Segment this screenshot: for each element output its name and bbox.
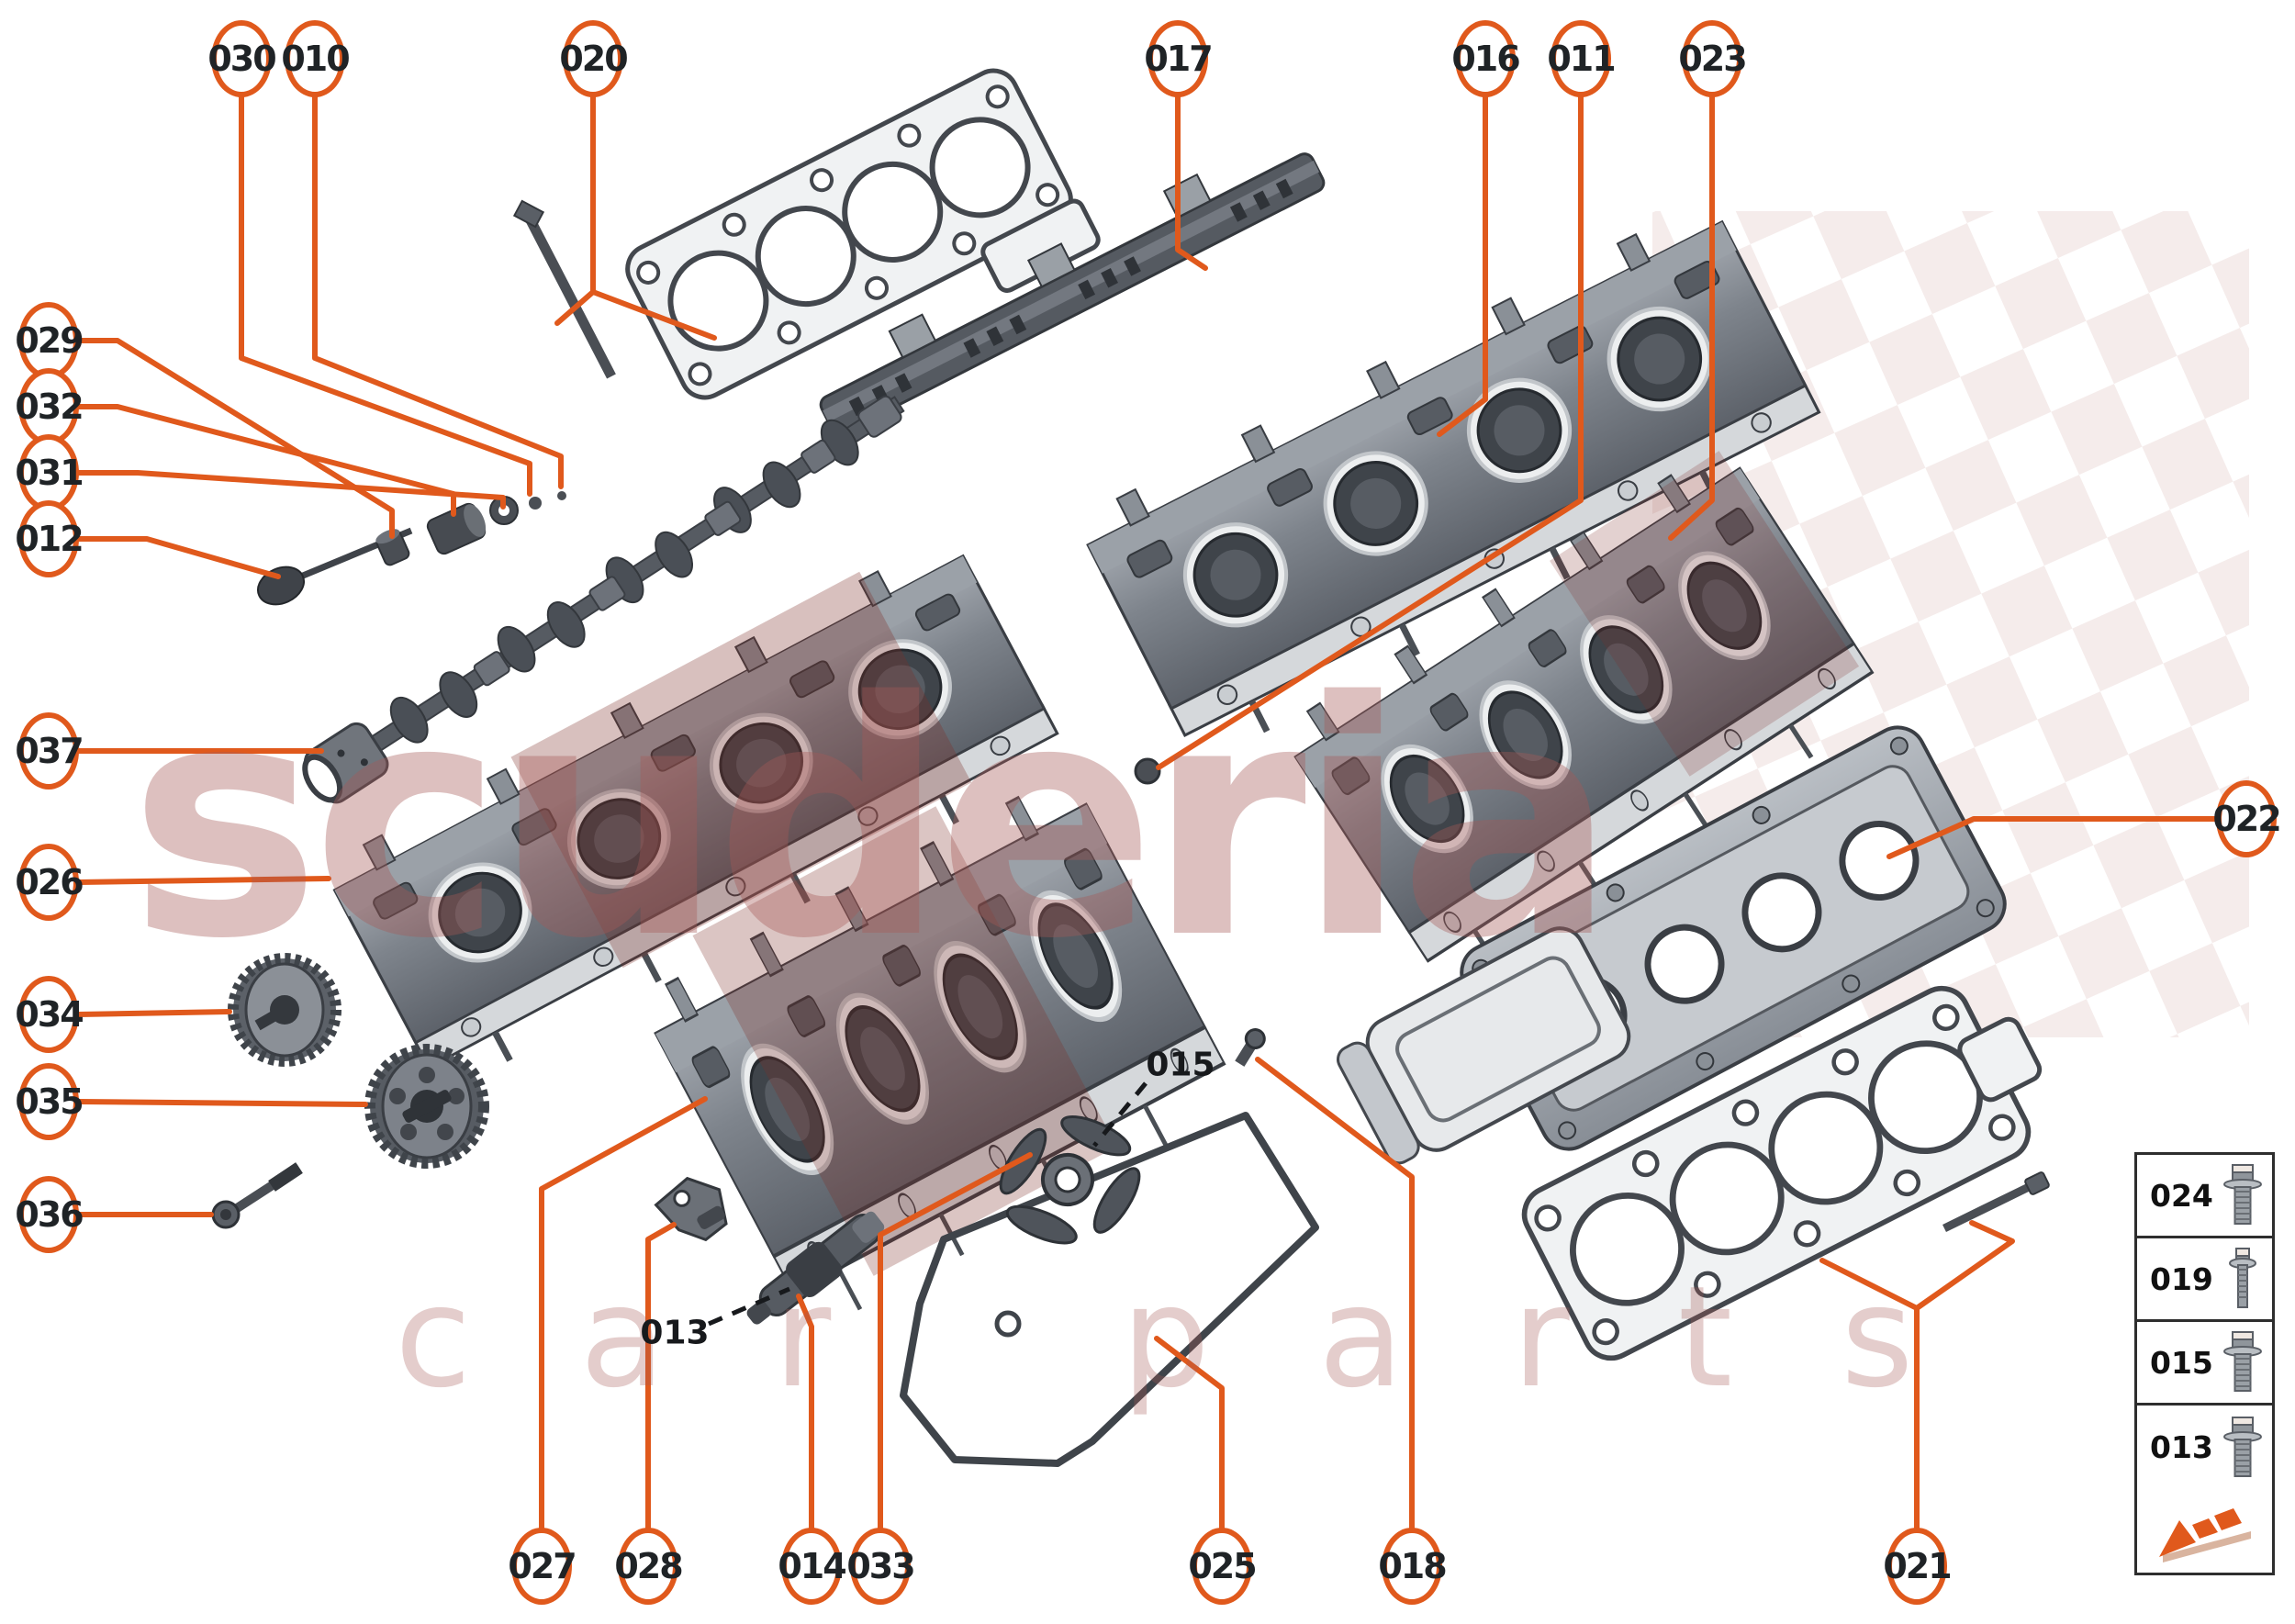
legend-label-015: 015: [2150, 1344, 2213, 1381]
dashed-reference-lines: [708, 1081, 1148, 1327]
exploded-view-arrow-icon: [2158, 1507, 2251, 1562]
callout-034[interactable]: 034: [15, 976, 84, 1053]
small-bolt-part: [1235, 1028, 1266, 1067]
inline-label-015: 015: [1146, 1046, 1215, 1084]
legend-rows: 024 019 015 013: [2137, 1155, 2272, 1489]
callout-026[interactable]: 026: [15, 844, 84, 921]
callout-030[interactable]: 030: [207, 20, 277, 97]
callout-017[interactable]: 017: [1144, 20, 1214, 97]
inline-label-013: 013: [640, 1314, 710, 1352]
callout-028[interactable]: 028: [614, 1528, 684, 1605]
callout-010[interactable]: 010: [281, 20, 351, 97]
callout-022[interactable]: 022: [2212, 780, 2282, 857]
flanged-bolt-icon: [2223, 1331, 2262, 1392]
cylinder-head-left-part: [319, 525, 1072, 1095]
spark-tube-part: [746, 1211, 885, 1325]
callout-023[interactable]: 023: [1678, 20, 1748, 97]
head-bolt-part: [512, 199, 616, 379]
spring-retainer-part: [489, 496, 519, 525]
legend-row-019[interactable]: 019: [2137, 1238, 2272, 1322]
camshaft-part: [302, 395, 905, 804]
callout-021[interactable]: 021: [1883, 1528, 1953, 1605]
valve-seal-part: [375, 529, 410, 566]
cylinder-head-right-part: [1278, 442, 1893, 993]
flanged-bolt-icon: [2223, 1416, 2262, 1477]
legend-row-024[interactable]: 024: [2137, 1155, 2272, 1238]
callout-020[interactable]: 020: [559, 20, 629, 97]
separator-cover-part: [1337, 926, 1631, 1165]
callout-035[interactable]: 035: [15, 1063, 84, 1140]
callout-014[interactable]: 014: [778, 1528, 847, 1605]
cam-bracket-part: [999, 1114, 1141, 1245]
callout-025[interactable]: 025: [1188, 1528, 1258, 1605]
callout-033[interactable]: 033: [846, 1528, 916, 1605]
callout-027[interactable]: 027: [508, 1528, 577, 1605]
valve-keeper-small-part: [557, 491, 566, 500]
flanged-bolt-icon: [2223, 1164, 2262, 1225]
callout-018[interactable]: 018: [1378, 1528, 1448, 1605]
callout-036[interactable]: 036: [15, 1176, 84, 1253]
legend-label-019: 019: [2150, 1260, 2213, 1297]
legend-row-013[interactable]: 013: [2137, 1406, 2272, 1489]
callout-011[interactable]: 011: [1547, 20, 1617, 97]
callout-012[interactable]: 012: [15, 500, 84, 577]
legend-arrow-cell[interactable]: [2137, 1489, 2272, 1573]
fastener-legend: 024 019 015 013: [2134, 1152, 2275, 1575]
slim-head-bolt-part: [1942, 1171, 2050, 1233]
sensor-bracket-part: [654, 1176, 728, 1242]
valve-keeper-part: [529, 497, 542, 510]
callout-037[interactable]: 037: [15, 712, 84, 790]
vvt-gear-part: [364, 1044, 489, 1169]
legend-row-015[interactable]: 015: [2137, 1322, 2272, 1406]
legend-label-013: 013: [2150, 1429, 2213, 1465]
dowel-part: [1134, 757, 1161, 785]
part-illustrations: [211, 61, 2050, 1467]
valve-cover-gasket-part: [900, 1112, 1319, 1467]
slim-bolt-icon: [2229, 1248, 2256, 1308]
leader-lines: [76, 86, 2219, 1530]
sprocket-bolt-part: [211, 1162, 303, 1229]
legend-label-024: 024: [2150, 1177, 2213, 1214]
tappet-part: [426, 502, 487, 555]
head-gasket-lower-part: [1516, 962, 2043, 1367]
callout-016[interactable]: 016: [1451, 20, 1521, 97]
cam-sprocket-part: [228, 953, 341, 1067]
